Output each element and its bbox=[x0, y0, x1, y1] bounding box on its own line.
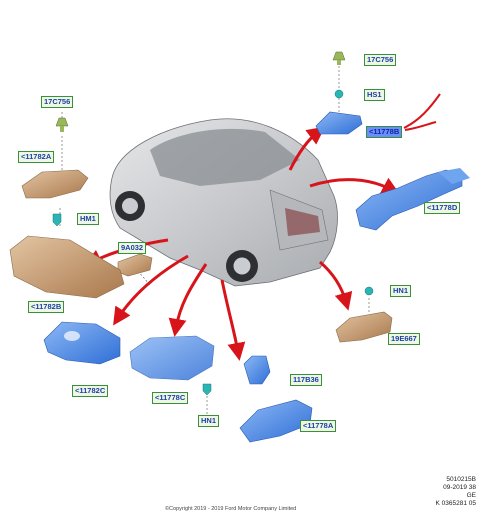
label-117B36: 117B36 bbox=[290, 374, 322, 386]
label-9A032: 9A032 bbox=[118, 242, 147, 254]
label-11782A: <11782A bbox=[18, 151, 55, 163]
label-11778B: <11778B bbox=[366, 126, 403, 138]
part-9A032 bbox=[117, 253, 153, 277]
arrow-to-11778C bbox=[168, 263, 208, 337]
label-11778C: <11778C bbox=[152, 392, 189, 404]
arrow-to-11778A bbox=[220, 279, 246, 361]
arrow-to-19E667 bbox=[319, 260, 353, 311]
label-11778D: <11778D bbox=[424, 202, 461, 214]
label-11778A: <11778A bbox=[300, 420, 337, 432]
arrow-to-11778B bbox=[288, 126, 326, 171]
part-11782B bbox=[9, 235, 125, 299]
fastener-HS1 bbox=[334, 89, 344, 99]
part-11778B bbox=[315, 111, 363, 135]
label-HM1: HM1 bbox=[77, 213, 99, 225]
part-11778D bbox=[355, 168, 470, 231]
fastener-17C756-left bbox=[55, 117, 69, 132]
arrow-to-11778D bbox=[309, 177, 400, 195]
reference-region: GE bbox=[466, 492, 476, 499]
reference-number: K 0365281 05 bbox=[435, 500, 476, 507]
part-11782A bbox=[21, 169, 89, 199]
reference-code: 5010215B bbox=[446, 476, 476, 483]
reference-block: 5010215B 09-2019 38 GE K 0365281 05 bbox=[436, 476, 476, 508]
label-11782B: <11782B bbox=[28, 301, 65, 313]
label-HN1-bottom: HN1 bbox=[198, 415, 220, 427]
reference-date: 09-2019 38 bbox=[443, 484, 476, 491]
label-HN1-right: HN1 bbox=[390, 285, 412, 297]
label-HS1: HS1 bbox=[364, 89, 385, 101]
annotation-mark bbox=[403, 93, 441, 131]
label-11782C: <11782C bbox=[72, 385, 109, 397]
label-19E667: 19E667 bbox=[388, 333, 420, 345]
label-17C756-top: 17C756 bbox=[364, 54, 397, 66]
fastener-HN1-right bbox=[364, 286, 374, 296]
vehicle-illustration bbox=[109, 118, 338, 287]
part-11778C bbox=[129, 335, 215, 381]
fastener-HN1-bottom bbox=[202, 383, 212, 396]
copyright-notice: ©Copyright 2019 - 2019 Ford Motor Compan… bbox=[165, 506, 297, 512]
label-17C756-left: 17C756 bbox=[41, 96, 74, 108]
part-117B36 bbox=[243, 355, 271, 385]
fastener-17C756-top bbox=[332, 51, 346, 65]
part-11778A bbox=[239, 399, 313, 443]
fastener-HM1 bbox=[52, 213, 62, 227]
part-19E667 bbox=[335, 311, 393, 343]
part-11782C bbox=[43, 321, 121, 365]
